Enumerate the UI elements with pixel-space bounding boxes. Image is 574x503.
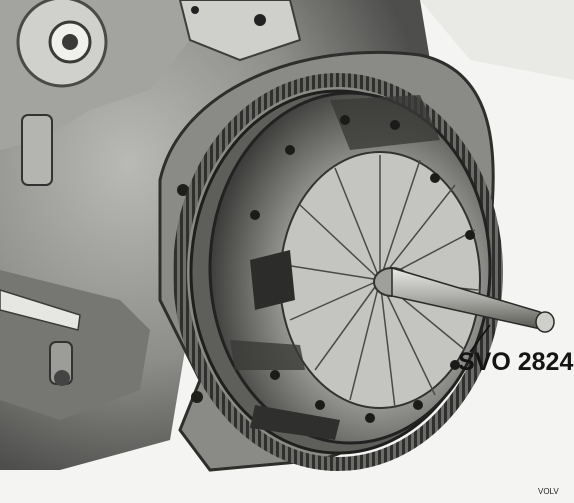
photo-credit: VOLV	[538, 487, 559, 496]
pulley	[16, 0, 108, 88]
linkage-rod	[0, 114, 81, 386]
top-bracket	[178, 0, 302, 62]
clutch-pressure-plate	[208, 91, 492, 445]
alignment-shaft	[373, 266, 555, 353]
tool-number-label: SVO 2824	[458, 348, 574, 376]
